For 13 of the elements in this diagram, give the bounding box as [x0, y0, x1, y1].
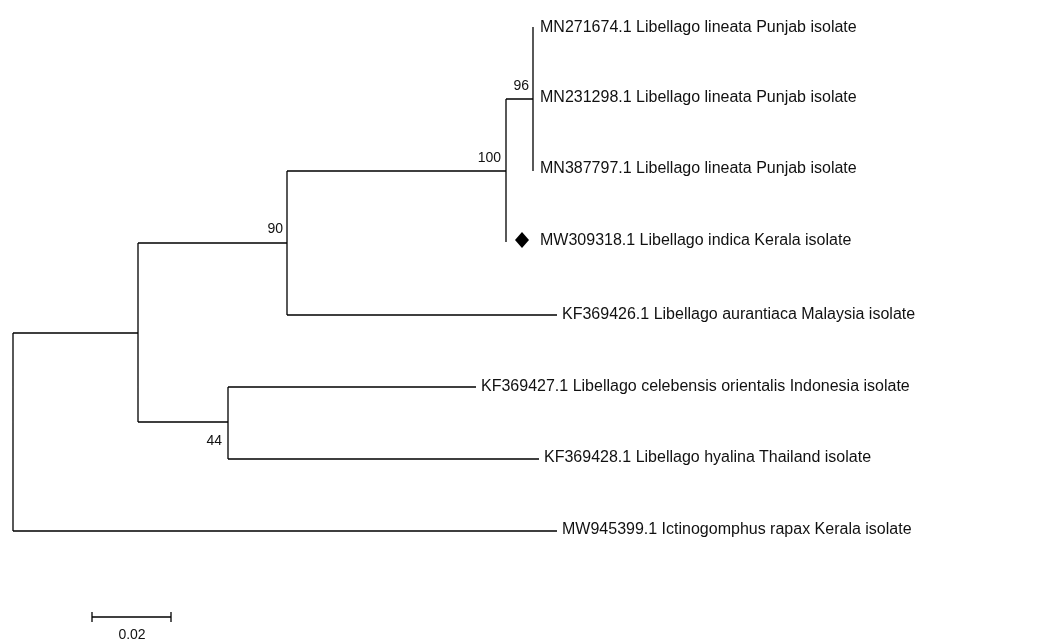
taxon-label: KF369426.1 Libellago aurantiaca Malaysia isolate [562, 306, 916, 322]
scale-label: 0.02 [118, 627, 146, 641]
taxon-label: KF369427.1 Libellago celebensis orientalis Indonesia isolate [481, 378, 910, 394]
taxon-label: MN271674.1 Libellago lineata Punjab isolate [540, 19, 857, 35]
bootstrap-value: 100 [477, 150, 501, 164]
taxon-label: MW309318.1 Libellago indica Kerala isolate [540, 232, 852, 248]
bootstrap-value: 44 [206, 433, 222, 447]
taxon-label: KF369428.1 Libellago hyalina Thailand isolate [544, 449, 872, 465]
bootstrap-value: 96 [513, 78, 529, 92]
bootstrap-value: 90 [267, 221, 283, 235]
taxon-label: MW945399.1 Ictinogomphus rapax Kerala isolate [562, 521, 912, 537]
taxon-label: MN231298.1 Libellago lineata Punjab isolate [540, 89, 857, 105]
taxon-label: MN387797.1 Libellago lineata Punjab isolate [540, 160, 857, 176]
